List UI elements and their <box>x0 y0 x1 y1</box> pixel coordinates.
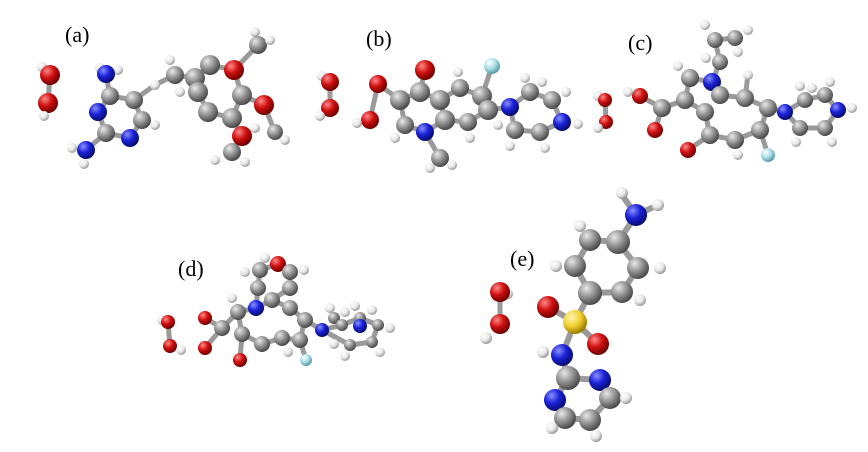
panel-b: (b) <box>315 26 583 173</box>
panel-c: (c) <box>593 20 857 162</box>
water-molecule-d <box>157 315 186 355</box>
water-molecule-b <box>315 71 339 121</box>
molecule-e <box>537 187 666 442</box>
molecule-a <box>67 27 290 169</box>
molecule-c <box>623 20 857 162</box>
panel-a: (a) <box>37 22 290 169</box>
panel-label-e: (e) <box>510 246 534 271</box>
panel-label-b: (b) <box>366 26 392 51</box>
panel-label-c: (c) <box>628 30 652 55</box>
panel-e: (e) <box>480 187 666 442</box>
panel-d: (d) <box>157 253 395 367</box>
water-molecule-e <box>480 282 513 344</box>
panel-label-a: (a) <box>65 22 89 47</box>
panel-label-d: (d) <box>178 256 204 281</box>
water-molecule-a <box>37 62 60 121</box>
molecule-b <box>352 58 583 173</box>
molecule-d <box>198 253 395 367</box>
water-molecule-c <box>593 91 613 133</box>
